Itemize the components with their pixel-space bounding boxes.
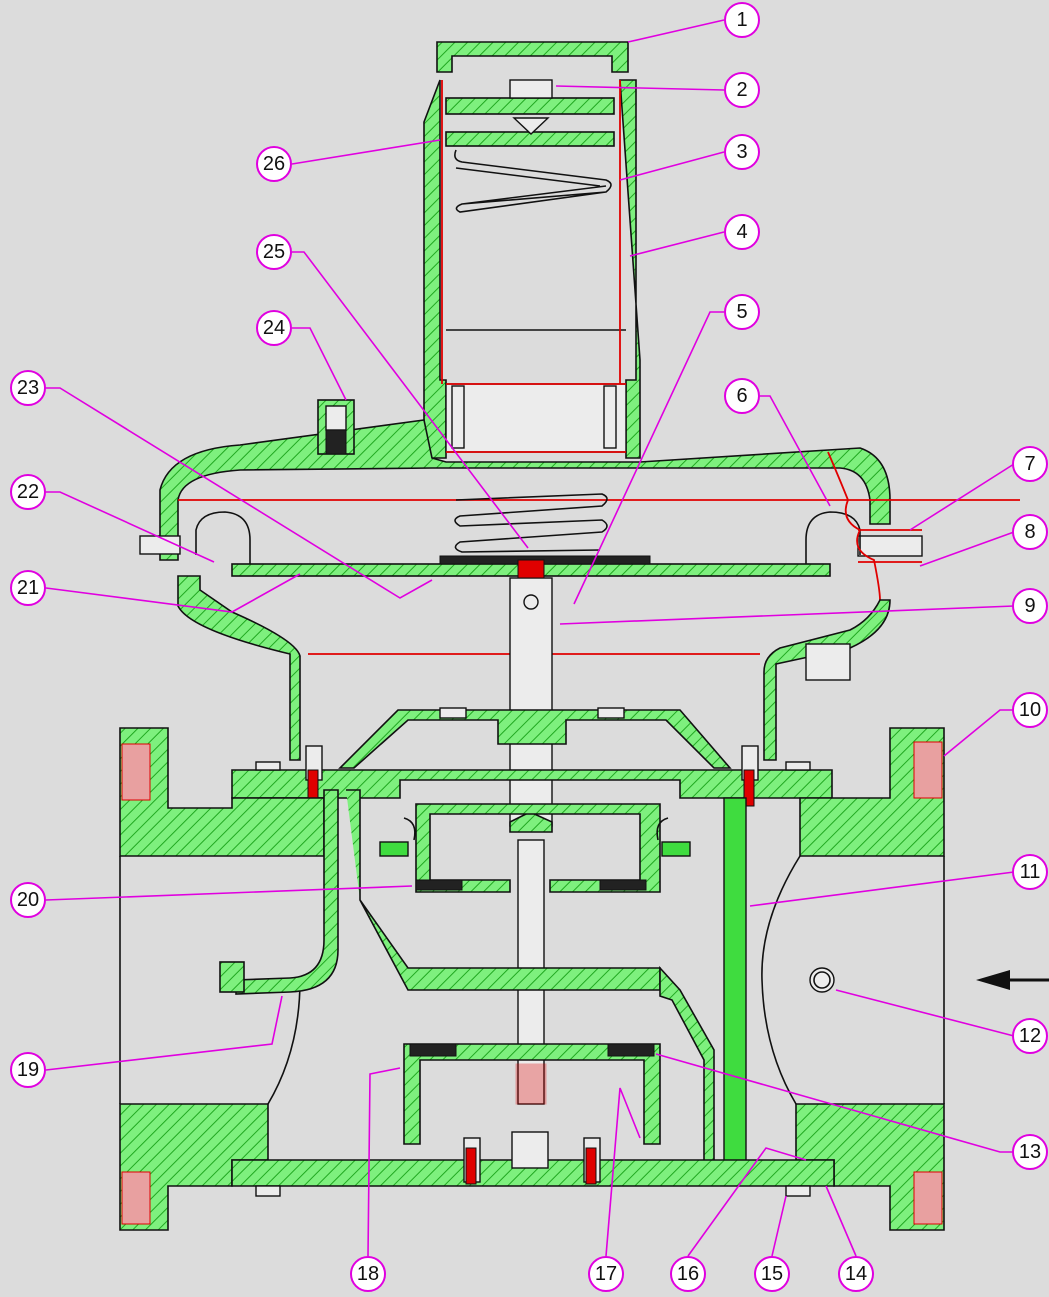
callout-number: 12 bbox=[1019, 1025, 1041, 1047]
callout-number: 21 bbox=[17, 577, 39, 599]
callout-number: 22 bbox=[17, 481, 39, 503]
callout-11: 11 bbox=[1012, 854, 1048, 890]
callout-number: 7 bbox=[1024, 453, 1035, 475]
spring-housing bbox=[423, 41, 641, 459]
callout-12: 12 bbox=[1012, 1018, 1048, 1054]
callout-circle bbox=[724, 214, 760, 250]
callout-number: 14 bbox=[845, 1263, 867, 1285]
callout-8: 8 bbox=[1012, 514, 1048, 550]
valve-body bbox=[119, 707, 945, 1231]
callout-circle bbox=[10, 474, 46, 510]
callout-24: 24 bbox=[256, 310, 292, 346]
callout-number: 19 bbox=[17, 1059, 39, 1081]
callout-number: 2 bbox=[736, 79, 747, 101]
callout-number: 23 bbox=[17, 377, 39, 399]
callout-circle bbox=[670, 1256, 706, 1292]
callout-23: 23 bbox=[10, 370, 46, 406]
callout-circle bbox=[1012, 514, 1048, 550]
callout-10: 10 bbox=[1012, 692, 1048, 728]
callout-number: 11 bbox=[1020, 861, 1041, 883]
callout-5: 5 bbox=[724, 294, 760, 330]
callout-number: 26 bbox=[263, 153, 285, 175]
callout-number: 25 bbox=[263, 241, 285, 263]
callout-circle bbox=[1012, 1018, 1048, 1054]
callout-circle bbox=[350, 1256, 386, 1292]
callout-22: 22 bbox=[10, 474, 46, 510]
callout-1: 1 bbox=[724, 2, 760, 38]
callout-circle bbox=[724, 134, 760, 170]
leader-lines bbox=[45, 19, 1015, 1257]
callout-number: 6 bbox=[736, 385, 747, 407]
callout-26: 26 bbox=[256, 146, 292, 182]
callout-number: 10 bbox=[1019, 699, 1041, 721]
callout-number: 5 bbox=[736, 301, 747, 323]
callout-4: 4 bbox=[724, 214, 760, 250]
callout-16: 16 bbox=[670, 1256, 706, 1292]
callout-9: 9 bbox=[1012, 588, 1048, 624]
callout-circle bbox=[1012, 854, 1048, 890]
callouts: 1234567891011121314151617181920212223242… bbox=[10, 2, 1048, 1292]
callout-18: 18 bbox=[350, 1256, 386, 1292]
callout-19: 19 bbox=[10, 1052, 46, 1088]
callout-7: 7 bbox=[1012, 446, 1048, 482]
callout-circle bbox=[256, 146, 292, 182]
valve-stem bbox=[509, 559, 553, 1105]
callout-circle bbox=[838, 1256, 874, 1292]
callout-number: 4 bbox=[736, 221, 747, 243]
callout-circle bbox=[256, 310, 292, 346]
callout-circle bbox=[1012, 588, 1048, 624]
callout-circle bbox=[1012, 1134, 1048, 1170]
callout-number: 17 bbox=[595, 1263, 617, 1285]
callout-circle bbox=[1012, 446, 1048, 482]
callout-2: 2 bbox=[724, 72, 760, 108]
callout-number: 20 bbox=[17, 889, 39, 911]
callout-circle bbox=[1012, 692, 1048, 728]
diaphragm-casing bbox=[139, 399, 1020, 761]
callout-6: 6 bbox=[724, 378, 760, 414]
callout-circle bbox=[588, 1256, 624, 1292]
callout-17: 17 bbox=[588, 1256, 624, 1292]
callout-number: 3 bbox=[736, 141, 747, 163]
callout-circle bbox=[10, 882, 46, 918]
callout-number: 24 bbox=[263, 317, 285, 339]
callout-number: 8 bbox=[1024, 521, 1035, 543]
callout-circle bbox=[754, 1256, 790, 1292]
callout-number: 9 bbox=[1024, 595, 1035, 617]
callout-number: 18 bbox=[357, 1263, 379, 1285]
left-arrow-icon bbox=[976, 970, 1049, 990]
callout-circle bbox=[256, 234, 292, 270]
callout-25: 25 bbox=[256, 234, 292, 270]
callout-circle bbox=[10, 1052, 46, 1088]
callout-circle bbox=[724, 2, 760, 38]
callout-number: 13 bbox=[1019, 1141, 1041, 1163]
callout-number: 15 bbox=[761, 1263, 783, 1285]
callout-circle bbox=[724, 294, 760, 330]
callout-number: 16 bbox=[677, 1263, 699, 1285]
callout-3: 3 bbox=[724, 134, 760, 170]
callout-number: 1 bbox=[736, 9, 747, 31]
callout-circle bbox=[10, 370, 46, 406]
callout-21: 21 bbox=[10, 570, 46, 606]
callout-14: 14 bbox=[838, 1256, 874, 1292]
callout-13: 13 bbox=[1012, 1134, 1048, 1170]
callout-circle bbox=[724, 378, 760, 414]
callout-15: 15 bbox=[754, 1256, 790, 1292]
callout-20: 20 bbox=[10, 882, 46, 918]
callout-circle bbox=[724, 72, 760, 108]
callout-circle bbox=[10, 570, 46, 606]
